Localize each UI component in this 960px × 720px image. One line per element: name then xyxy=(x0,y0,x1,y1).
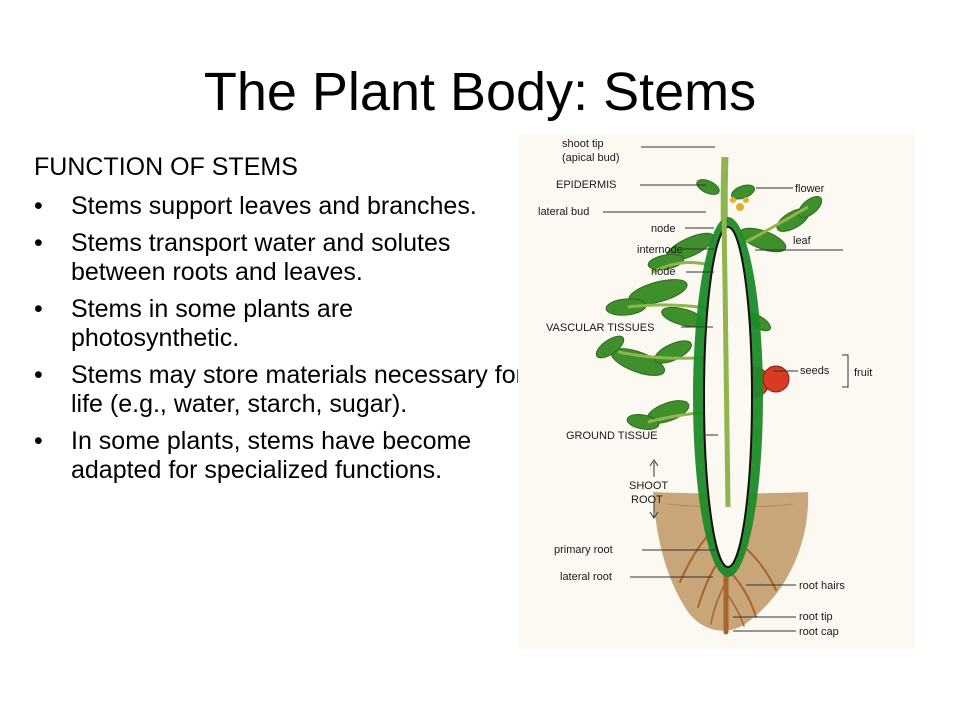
bullet-text: Stems in some plants are photosynthetic. xyxy=(71,295,354,352)
label-epidermis: EPIDERMIS xyxy=(556,179,617,191)
label-root-tip: root tip xyxy=(799,611,833,623)
label-lateral-root: lateral root xyxy=(560,571,612,583)
bullet-glyph: • xyxy=(34,361,43,389)
stem-inside-oval xyxy=(721,171,731,508)
list-item: • Stems support leaves and branches. xyxy=(34,192,524,221)
label-lateral-bud: lateral bud xyxy=(538,206,589,218)
label-internode: internode xyxy=(637,244,683,256)
slide-title: The Plant Body: Stems xyxy=(203,62,757,122)
bullet-glyph: • xyxy=(34,295,43,323)
label-root: ROOT xyxy=(631,494,663,506)
plant-diagram: shoot tip (apical bud) EPIDERMIS lateral… xyxy=(518,112,918,657)
bullet-glyph: • xyxy=(34,427,43,455)
bullet-list: • Stems support leaves and branches. • Ste… xyxy=(34,192,524,493)
bullet-text: In some plants, stems have become adapte… xyxy=(71,427,472,484)
bullet-glyph: • xyxy=(34,192,43,220)
label-node: node xyxy=(651,266,675,278)
label-flower: flower xyxy=(795,183,825,195)
label-shoot-tip: shoot tip xyxy=(562,138,604,150)
label-leaf: leaf xyxy=(793,235,812,247)
list-item: • In some plants, stems have become adapt… xyxy=(34,427,524,485)
bullet-text: Stems may store materials necessary for … xyxy=(71,361,524,418)
label-vascular-tissues: VASCULAR TISSUES xyxy=(546,322,654,334)
leaf-icon xyxy=(595,179,823,430)
bullet-text: Stems support leaves and branches. xyxy=(71,192,477,220)
leader-lines xyxy=(603,146,849,632)
label-fruit: fruit xyxy=(854,367,872,379)
list-item: • Stems transport water and solutes betwe… xyxy=(34,229,524,287)
label-primary-root: primary root xyxy=(554,544,613,556)
label-ground-tissue: GROUND TISSUE xyxy=(566,430,657,442)
label-shoot: SHOOT xyxy=(629,480,668,492)
plant-diagram-svg: shoot tip (apical bud) EPIDERMIS lateral… xyxy=(518,134,915,649)
flower-icon xyxy=(730,197,749,211)
label-root-cap: root cap xyxy=(799,626,839,638)
bullet-glyph: • xyxy=(34,229,43,257)
label-apical-bud: (apical bud) xyxy=(562,152,619,164)
label-node: node xyxy=(651,223,675,235)
label-root-hairs: root hairs xyxy=(799,580,845,592)
section-heading: FUNCTION OF STEMS xyxy=(34,153,298,181)
list-item: • Stems may store materials necessary for… xyxy=(34,361,524,419)
list-item: • Stems in some plants are photosynthetic… xyxy=(34,295,524,353)
label-seeds: seeds xyxy=(800,365,830,377)
bullet-text: Stems transport water and solutes betwee… xyxy=(71,229,451,286)
